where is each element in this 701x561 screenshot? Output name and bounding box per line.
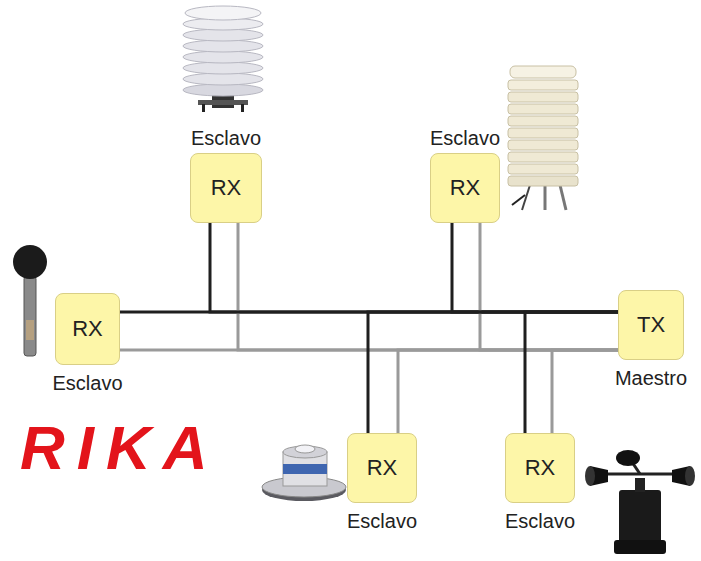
slave-box: RXEsclavo <box>505 433 575 503</box>
bus-wire <box>210 223 618 312</box>
slave-box: RXEsclavo <box>55 293 120 365</box>
role-label: Maestro <box>613 367 689 390</box>
master-box: TXMaestro <box>618 290 684 360</box>
bus-wire <box>525 312 618 433</box>
pyranometer <box>262 445 346 501</box>
sound-meter <box>13 245 47 356</box>
bus-wire <box>398 350 618 433</box>
role-label: Esclavo <box>503 510 577 533</box>
brand-logo: RIKA <box>20 412 220 483</box>
module-label: RX <box>525 455 556 481</box>
bus-connector <box>368 312 618 433</box>
bus-connector <box>210 223 618 350</box>
radiation-shield <box>183 6 263 112</box>
module-label: TX <box>637 312 665 338</box>
bus-wire <box>552 350 618 433</box>
role-label: Esclavo <box>189 127 263 150</box>
bus-connector <box>525 312 618 433</box>
role-label: Esclavo <box>428 127 502 150</box>
module-label: RX <box>72 316 103 342</box>
slave-box: EsclavoRX <box>430 153 500 223</box>
bus-wire <box>368 312 618 433</box>
bus-wire <box>452 223 618 312</box>
bus-connector <box>452 223 618 350</box>
module-label: RX <box>450 175 481 201</box>
slave-box: RXEsclavo <box>347 433 417 503</box>
bus-wire <box>480 223 618 350</box>
role-label: Esclavo <box>345 510 419 533</box>
bus-wire <box>238 223 618 350</box>
radiation-shield <box>508 66 578 210</box>
slave-box: EsclavoRX <box>190 153 262 223</box>
module-label: RX <box>367 455 398 481</box>
anemometer <box>585 450 695 554</box>
module-label: RX <box>211 175 242 201</box>
role-label: Esclavo <box>50 372 124 395</box>
